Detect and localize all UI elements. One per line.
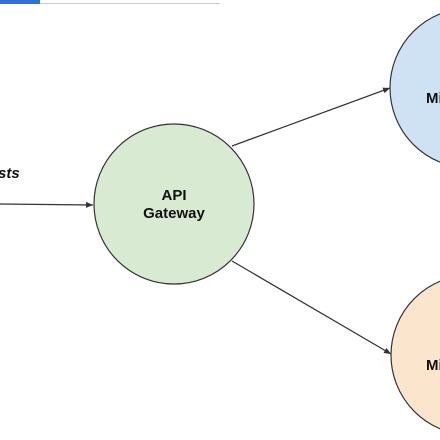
gateway-to-service-top-arrow	[231, 87, 391, 147]
microservice-bottom-circle	[390, 280, 440, 430]
api-gateway-label-line2: Gateway	[143, 205, 205, 222]
incoming-requests-label: sts	[0, 165, 20, 182]
api-gateway-circle	[93, 123, 255, 285]
api-gateway-label-line1: API	[161, 187, 186, 204]
microservice-top-node[interactable]: Mi	[389, 8, 440, 168]
top-divider	[40, 3, 220, 4]
microservice-top-label: Mi	[426, 90, 440, 107]
selection-highlight	[0, 0, 40, 4]
microservice-bottom-node[interactable]: Mi	[390, 275, 440, 435]
gateway-to-service-bottom-arrow	[231, 260, 392, 355]
microservice-top-circle	[389, 13, 440, 163]
incoming-requests-arrow	[0, 201, 94, 208]
api-gateway-node[interactable]: API Gateway	[93, 123, 255, 285]
microservice-bottom-label: Mi	[426, 357, 440, 374]
